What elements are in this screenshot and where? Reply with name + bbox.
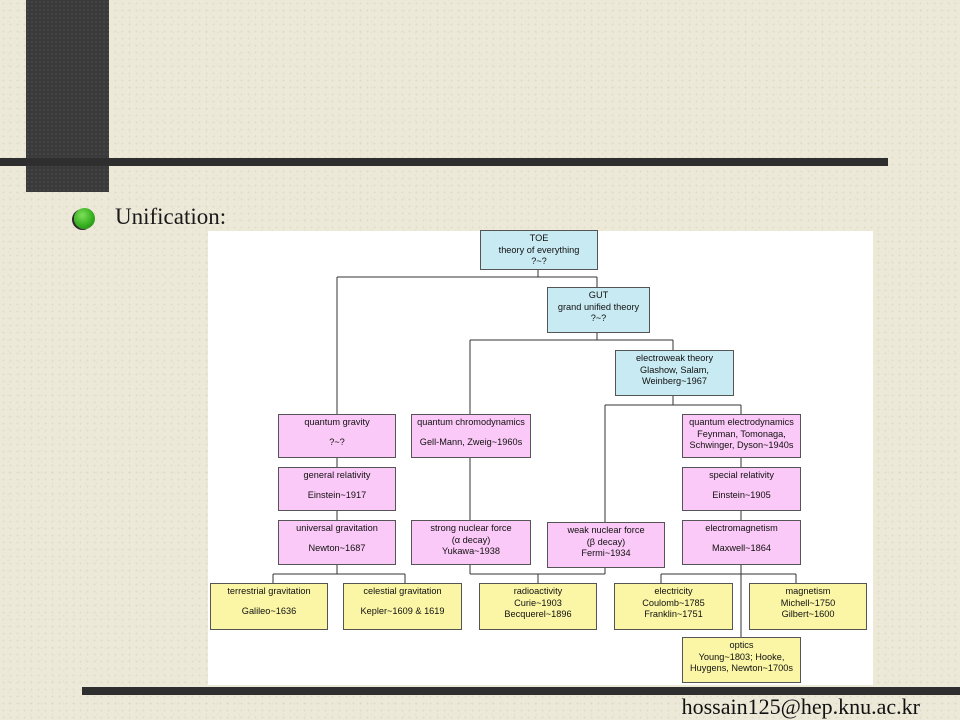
footer-email: hossain125@hep.knu.ac.kr [681, 694, 920, 719]
special-relativity-date: Einstein~1905 [712, 489, 771, 500]
electroweak-title: electroweak theory [635, 353, 714, 363]
optics-title: optics [729, 640, 754, 650]
magnetism-title: magnetism [785, 586, 831, 596]
weak-force-decay: (β decay) [586, 536, 626, 547]
qcd-title: quantum chromodynamics [417, 417, 525, 427]
optics-box: optics Young~1803; Hooke, Huygens, Newto… [682, 637, 801, 683]
special-relativity-title: special relativity [709, 470, 774, 480]
gut-title: GUT [588, 290, 609, 300]
toe-box: TOE theory of everything ?~? [480, 230, 598, 270]
weak-force-box: weak nuclear force (β decay) Fermi~1934 [547, 522, 665, 568]
optics-date-2: Huygens, Newton~1700s [690, 663, 793, 673]
radioactivity-date-2: Becquerel~1896 [504, 609, 572, 619]
electromagnetism-date: Maxwell~1864 [712, 542, 771, 553]
electromagnetism-title: electromagnetism [705, 523, 778, 533]
electroweak-date: Weinberg~1967 [642, 376, 707, 386]
universal-gravitation-title: universal gravitation [296, 523, 378, 533]
magnetism-date-1: Michell~1750 [780, 597, 836, 608]
green-bullet-icon [74, 208, 95, 229]
quantum-gravity-box: quantum gravity ?~? [278, 414, 396, 458]
celestial-gravitation-date: Kepler~1609 & 1619 [360, 605, 445, 616]
strong-force-decay: (α decay) [451, 534, 491, 545]
quantum-gravity-title: quantum gravity [304, 417, 370, 427]
toe-date: ?~? [531, 256, 547, 266]
electricity-box: electricity Coulomb~1785 Franklin~1751 [614, 583, 733, 630]
strong-force-date: Yukawa~1938 [442, 546, 500, 556]
magnetism-box: magnetism Michell~1750 Gilbert~1600 [749, 583, 867, 630]
quantum-gravity-date: ?~? [329, 436, 345, 447]
electricity-date-2: Franklin~1751 [644, 609, 703, 619]
special-relativity-box: special relativity Einstein~1905 [682, 467, 801, 511]
qed-box: quantum electrodynamics Feynman, Tomonag… [682, 414, 801, 458]
electromagnetism-box: electromagnetism Maxwell~1864 [682, 520, 801, 565]
general-relativity-title: general relativity [303, 470, 371, 480]
optics-date-1: Young~1803; Hooke, [698, 651, 785, 662]
electroweak-box: electroweak theory Glashow, Salam, Weinb… [615, 350, 734, 396]
weak-force-title: weak nuclear force [567, 525, 645, 535]
general-relativity-date: Einstein~1917 [307, 489, 367, 500]
toe-title: TOE [529, 233, 549, 243]
magnetism-date-2: Gilbert~1600 [781, 609, 835, 619]
qed-title: quantum electrodynamics [689, 417, 794, 427]
terrestrial-gravitation-title: terrestrial gravitation [227, 586, 311, 596]
radioactivity-title: radioactivity [513, 586, 563, 596]
gut-date: ?~? [590, 313, 607, 323]
weak-force-date: Fermi~1934 [581, 548, 631, 558]
electricity-date-1: Coulomb~1785 [642, 597, 705, 608]
toe-subtitle: theory of everything [498, 244, 580, 255]
bottom-divider-bar [82, 687, 960, 695]
terrestrial-gravitation-date: Galileo~1636 [241, 605, 297, 616]
universal-gravitation-box: universal gravitation Newton~1687 [278, 520, 396, 565]
qed-names-1: Feynman, Tomonaga, [697, 428, 786, 439]
unification-diagram: TOE theory of everything ?~? GUT grand u… [208, 230, 873, 685]
radioactivity-date-1: Curie~1903 [514, 597, 562, 608]
qcd-box: quantum chromodynamics Gell-Mann, Zweig~… [411, 414, 531, 458]
celestial-gravitation-box: celestial gravitation Kepler~1609 & 1619 [343, 583, 462, 630]
slide-heading: Unification: [115, 204, 227, 229]
top-divider-bar [0, 158, 888, 166]
gut-box: GUT grand unified theory ?~? [547, 287, 650, 333]
qcd-names: Gell-Mann, Zweig~1960s [419, 436, 523, 447]
gut-subtitle: grand unified theory [557, 301, 640, 312]
strong-force-box: strong nuclear force (α decay) Yukawa~19… [411, 520, 531, 565]
universal-gravitation-date: Newton~1687 [308, 542, 366, 553]
connector-lines [272, 269, 797, 637]
electroweak-names: Glashow, Salam, [640, 364, 709, 375]
terrestrial-gravitation-box: terrestrial gravitation Galileo~1636 [210, 583, 328, 630]
qed-names-2: Schwinger, Dyson~1940s [689, 440, 794, 450]
strong-force-title: strong nuclear force [430, 523, 512, 533]
radioactivity-box: radioactivity Curie~1903 Becquerel~1896 [479, 583, 597, 630]
general-relativity-box: general relativity Einstein~1917 [278, 467, 396, 511]
celestial-gravitation-title: celestial gravitation [363, 586, 442, 596]
electricity-title: electricity [654, 586, 693, 596]
